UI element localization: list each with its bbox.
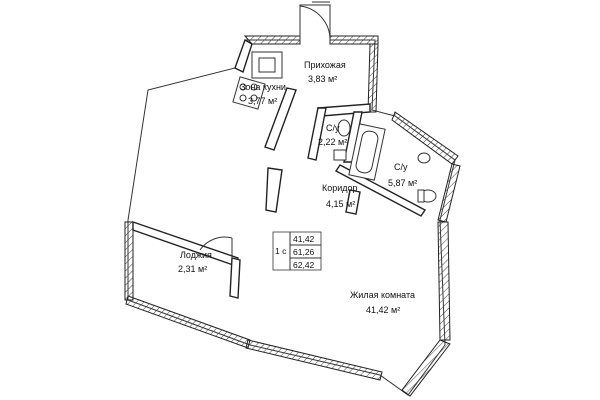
hall-name: Прихожая: [304, 60, 346, 70]
summary-value-2: 61,26: [293, 247, 315, 257]
living-name: Жилая комната: [350, 290, 415, 300]
outer-walls: [124, 4, 461, 397]
summary-rooms: 1 с: [275, 246, 287, 256]
kitchen-area: 3,77 м²: [248, 96, 277, 106]
bath1-area: 2,22 м²: [318, 137, 347, 147]
interior-walls: [132, 38, 427, 299]
bath1-name: С/у: [326, 123, 340, 133]
bathroom2-fixtures: [417, 152, 437, 203]
kitchen-name: Зона кухни: [240, 82, 286, 92]
entrance-door: [299, 1, 331, 41]
kitchen-fixtures: [232, 51, 283, 110]
room-labels: Прихожая 3,83 м² Зона кухни 3,77 м² С/у …: [178, 60, 417, 315]
corridor-area: 4,15 м²: [326, 199, 355, 209]
bathtub: [348, 123, 386, 181]
corridor-name: Коридор: [322, 183, 358, 193]
bath2-area: 5,87 м²: [388, 178, 417, 188]
bath2-name: С/у: [394, 162, 408, 172]
area-summary-table: 1 с 41,42 61,26 62,42: [272, 231, 322, 271]
summary-value-1: 41,42: [293, 234, 315, 244]
summary-value-3: 62,42: [293, 260, 315, 270]
bathroom1-fixtures: [333, 119, 351, 161]
living-area: 41,42 м²: [366, 305, 400, 315]
hall-area: 3,83 м²: [308, 74, 337, 84]
loggia-door: [199, 236, 233, 258]
loggia-name: Лоджия: [180, 250, 212, 260]
loggia-area: 2,31 м²: [178, 264, 207, 274]
